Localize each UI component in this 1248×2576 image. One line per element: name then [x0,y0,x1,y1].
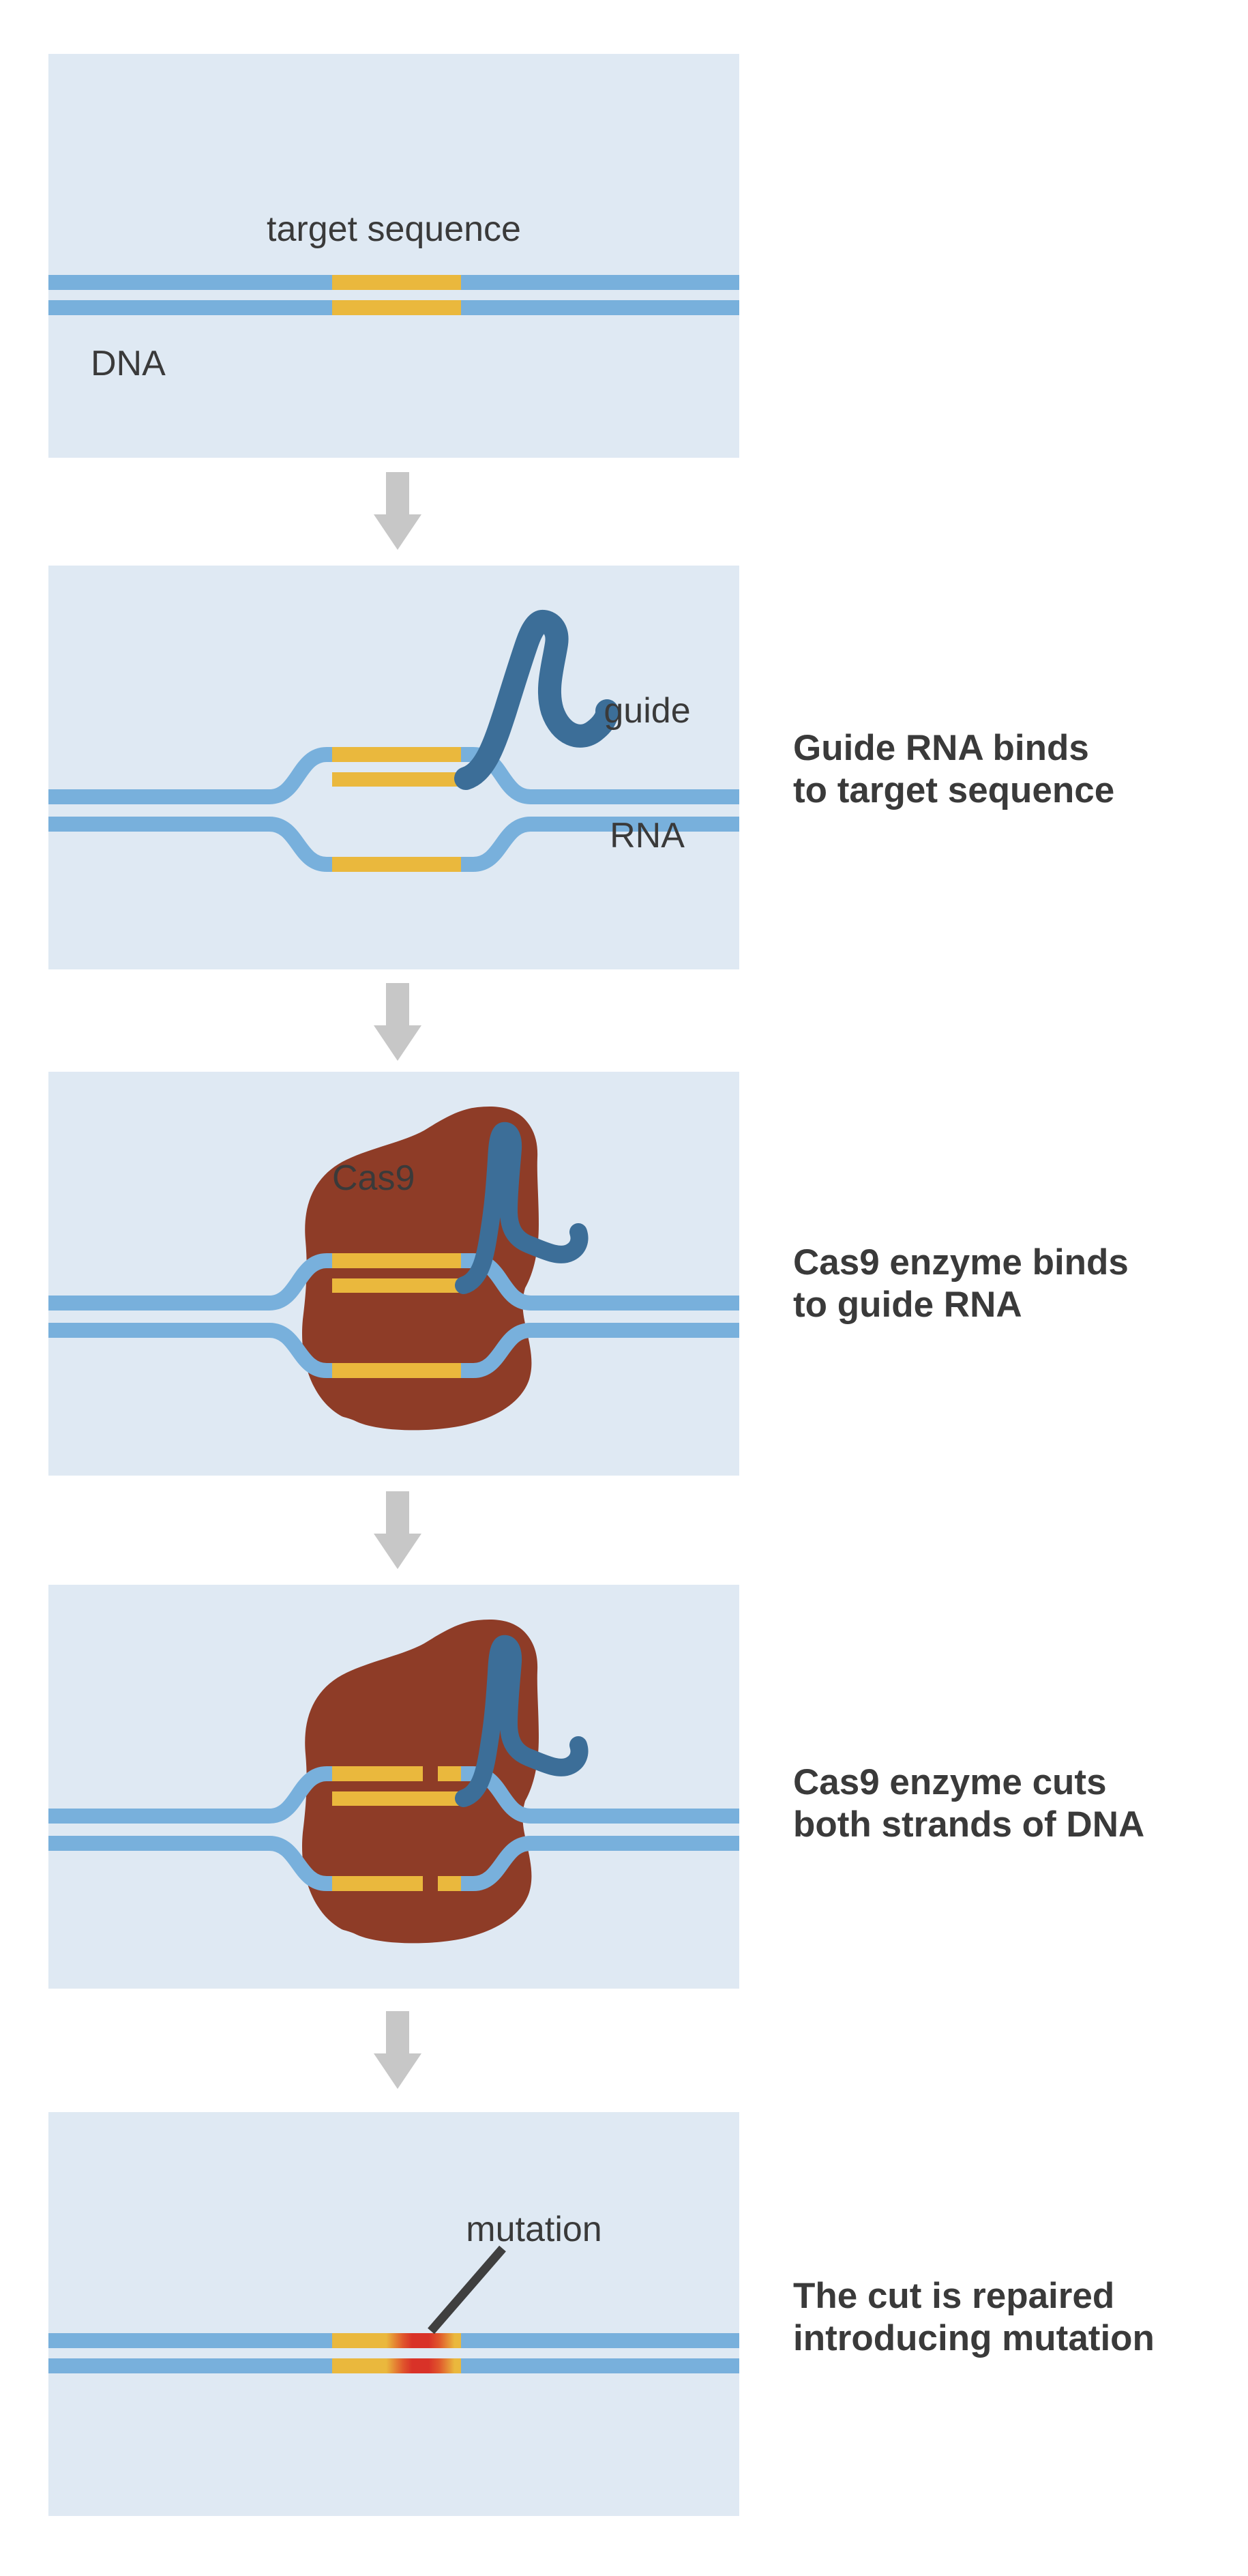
target-sequence-label: target sequence [267,209,521,249]
panel-cas9-cuts [48,1585,739,1989]
panel-cas9-binds [48,1072,739,1476]
guide-rna-pairing-segment [332,1791,461,1806]
panel-background [48,54,739,458]
panel-background [48,2112,739,2516]
target-segment-top-right-of-cut [438,1766,461,1781]
mutation-label: mutation [466,2210,602,2249]
target-sequence-segment-bottom [332,300,461,315]
caption-line: to guide RNA [793,1285,1022,1325]
panel-guide-rna-binds [48,566,739,969]
repaired-segment-with-mutation-bottom [332,2358,461,2373]
caption-line: introducing mutation [793,2318,1155,2358]
caption-line: Guide RNA binds [793,728,1089,768]
caption-line: both strands of DNA [793,1804,1145,1845]
caption-repair-mutation: The cut is repaired introducing mutation [793,2275,1243,2360]
caption-cas9-binds: Cas9 enzyme binds to guide RNA [793,1242,1243,1326]
caption-cas9-cuts: Cas9 enzyme cuts both strands of DNA [793,1761,1243,1846]
target-segment-bottom-right-of-cut [438,1876,461,1891]
target-sequence-segment-bottom [332,1363,461,1378]
repaired-segment-with-mutation-top [332,2333,461,2348]
cut-gap-bottom [423,1875,438,1892]
guide-rna-label: guide RNA [545,607,749,940]
caption-line: Cas9 enzyme cuts [793,1762,1107,1802]
cas9-enzyme-blob [301,1619,539,1944]
caption-line: to target sequence [793,770,1115,810]
target-sequence-segment-top [332,1253,461,1268]
dna-label: DNA [91,344,166,383]
caption-guide-rna-binds: Guide RNA binds to target sequence [793,727,1243,812]
guide-rna-pairing-segment [332,772,461,787]
cas9-enzyme-blob [301,1106,539,1431]
caption-line: The cut is repaired [793,2276,1115,2316]
cas9-label: Cas9 [332,1158,415,1198]
guide-rna-pairing-segment [332,1278,461,1293]
guide-rna-label-line2: RNA [610,816,685,855]
target-sequence-segment-top [332,275,461,290]
guide-rna-strand [454,610,619,790]
cut-gap-top [423,1765,438,1783]
panel-background [48,566,739,969]
panel-dna-target [48,54,739,458]
down-arrow-icon [374,1491,421,1569]
target-segment-bottom-left-of-cut [332,1876,423,1891]
panel-repair-mutation [48,2112,739,2516]
down-arrow-icon [374,983,421,1061]
guide-rna-strand [455,1635,589,1807]
target-sequence-segment-top [332,747,461,762]
mutation-pointer-line [428,2245,506,2334]
target-segment-top-left-of-cut [332,1766,423,1781]
down-arrow-icon [374,2011,421,2089]
guide-rna-strand [455,1122,589,1294]
guide-rna-label-line1: guide [604,691,691,731]
down-arrow-icon [374,472,421,550]
target-sequence-segment-bottom [332,857,461,872]
caption-line: Cas9 enzyme binds [793,1242,1129,1283]
